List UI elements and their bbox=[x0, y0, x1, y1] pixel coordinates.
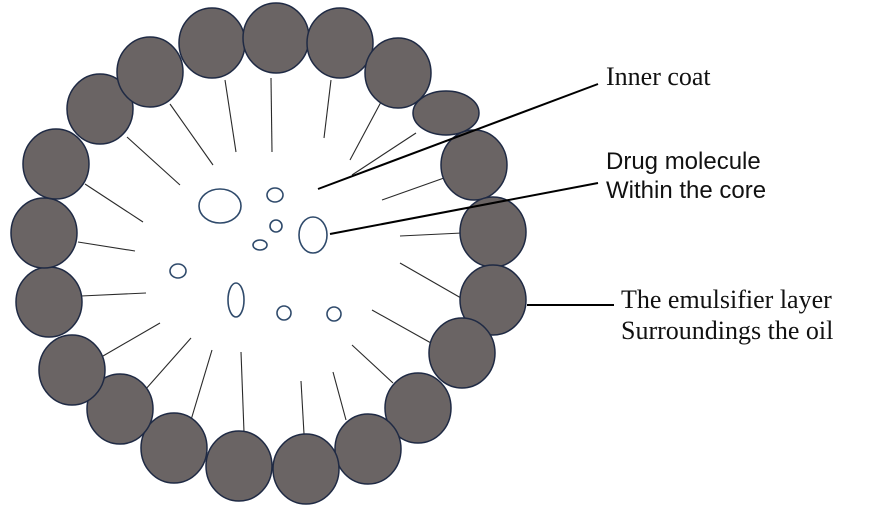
emulsifier-tail bbox=[145, 338, 191, 390]
emulsifier-layer-text: The emulsifier layer bbox=[621, 284, 833, 315]
emulsifier-surround-text: Surroundings the oil bbox=[621, 315, 833, 346]
emulsifier-head bbox=[206, 431, 272, 501]
emulsifier-head bbox=[307, 8, 373, 78]
emulsifier-tail bbox=[225, 80, 236, 152]
label-drug-molecule: Drug molecule Within the core bbox=[606, 148, 766, 206]
emulsifier-head bbox=[117, 37, 183, 107]
emulsifier-head bbox=[16, 267, 82, 337]
emulsifier-tail bbox=[400, 233, 462, 236]
emulsifier-tail bbox=[103, 323, 160, 356]
emulsifier-head bbox=[273, 434, 339, 504]
label-emulsifier-layer: The emulsifier layer Surroundings the oi… bbox=[621, 284, 833, 346]
emulsifier-tail bbox=[333, 372, 346, 420]
emulsifier-head bbox=[23, 129, 89, 199]
emulsifier-tail bbox=[170, 104, 213, 165]
drug-molecule bbox=[277, 306, 291, 320]
emulsifier-tail bbox=[78, 242, 135, 251]
emulsifier-tail bbox=[191, 350, 212, 420]
drug-molecule bbox=[170, 264, 186, 278]
emulsifier-tail bbox=[400, 263, 461, 298]
drug-molecule bbox=[267, 188, 283, 202]
emulsifier-head bbox=[243, 3, 309, 73]
drug-molecule-text: Drug molecule bbox=[606, 148, 766, 177]
drug-core-text: Within the core bbox=[606, 177, 766, 206]
emulsifier-tail bbox=[350, 102, 381, 160]
emulsifier-tail bbox=[271, 78, 272, 152]
emulsifier-tail bbox=[81, 293, 146, 296]
emulsifier-tail bbox=[85, 184, 143, 222]
emulsifier-head bbox=[179, 8, 245, 78]
emulsifier-tail bbox=[301, 381, 304, 434]
drug-molecules bbox=[170, 188, 341, 321]
drug-molecule bbox=[327, 307, 341, 321]
emulsifier-head bbox=[429, 318, 495, 388]
emulsifier-tail bbox=[127, 137, 180, 185]
emulsifier-tail bbox=[372, 310, 431, 343]
drug-molecule bbox=[253, 240, 267, 250]
label-inner-coat: Inner coat bbox=[606, 61, 711, 92]
emulsifier-head bbox=[413, 91, 479, 135]
emulsifier-tail bbox=[324, 80, 331, 138]
emulsifier-tail bbox=[241, 352, 244, 432]
emulsifier-head bbox=[39, 335, 105, 405]
emulsifier-head bbox=[441, 130, 507, 200]
emulsifier-head bbox=[335, 414, 401, 484]
emulsifier-tail bbox=[352, 345, 393, 383]
drug-molecule bbox=[199, 189, 241, 223]
emulsifier-head bbox=[365, 38, 431, 108]
inner-coat-text: Inner coat bbox=[606, 61, 711, 92]
drug-molecule bbox=[228, 283, 244, 317]
drug-molecule bbox=[270, 220, 282, 232]
emulsifier-heads bbox=[11, 3, 526, 504]
emulsifier-head bbox=[11, 198, 77, 268]
emulsifier-tail bbox=[382, 178, 444, 200]
drug-molecule bbox=[299, 217, 327, 253]
